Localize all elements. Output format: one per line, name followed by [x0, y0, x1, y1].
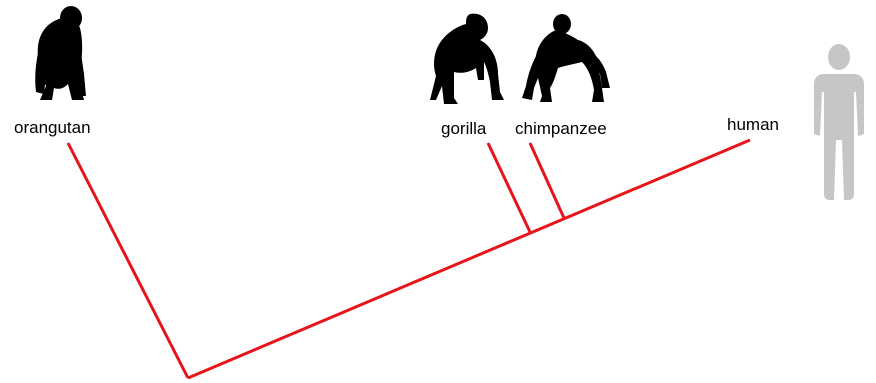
taxon-label-chimpanzee: chimpanzee: [515, 119, 607, 138]
taxon-label-gorilla: gorilla: [441, 119, 487, 138]
orangutan-silhouette-icon: [35, 6, 86, 100]
human-silhouette-icon: [814, 44, 864, 200]
taxon-label-orangutan: orangutan: [14, 118, 91, 137]
branch-chimpanzee: [528, 142, 566, 219]
gorilla-silhouette-icon: [430, 13, 504, 104]
branch-root-to-human: [187, 138, 751, 380]
chimpanzee-silhouette-icon: [522, 14, 610, 102]
taxon-label-human: human: [727, 115, 779, 134]
branch-orangutan: [66, 142, 190, 379]
branch-gorilla: [486, 142, 532, 233]
